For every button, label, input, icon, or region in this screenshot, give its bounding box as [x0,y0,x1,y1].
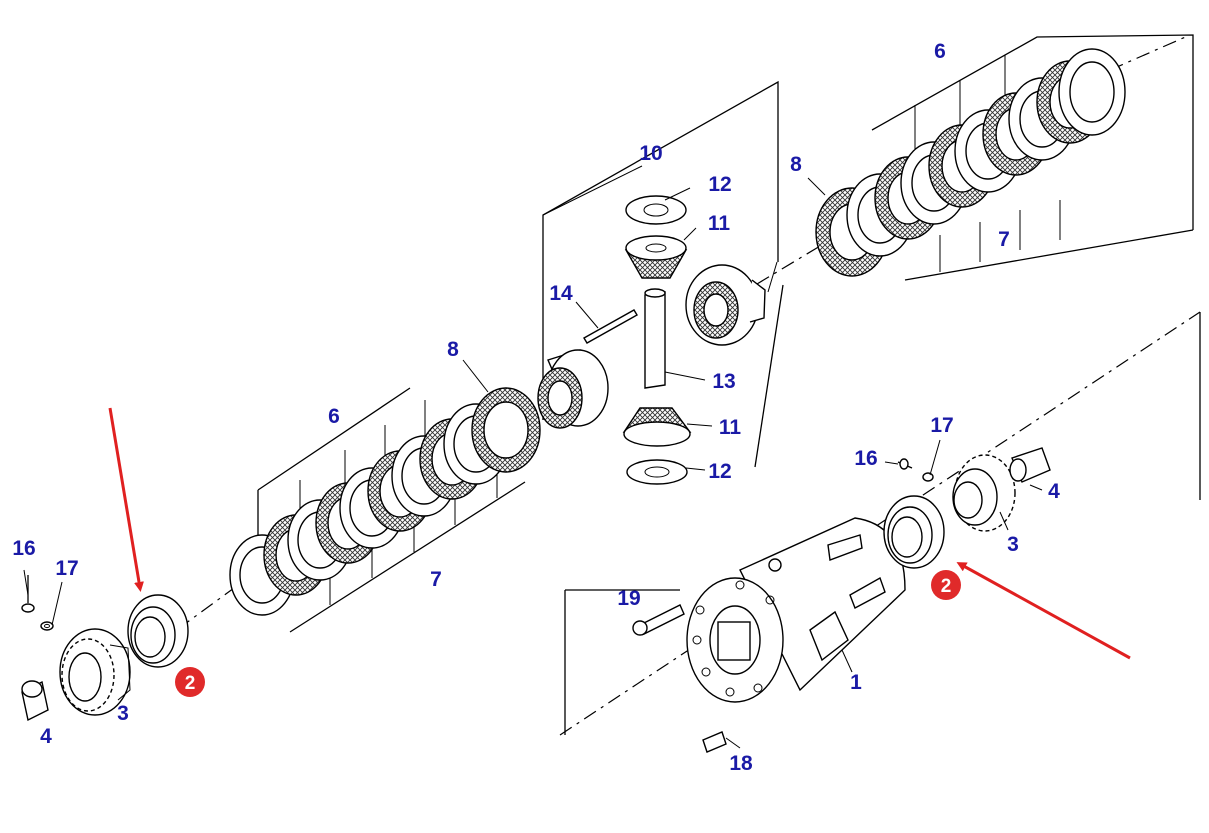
label-1: 1 [850,671,862,694]
bolt-16-right [897,458,913,470]
label-13: 13 [712,370,735,393]
bearing-2-right [883,495,945,569]
thrust-washer-12-top [625,195,687,225]
bracket-housing [564,312,1201,735]
arrow-left [108,407,144,592]
badge-circle [175,667,205,697]
badge-2-right: 2 [931,570,961,600]
label-3-left: 3 [117,702,129,725]
plate-stack-left [229,387,541,616]
bolt-19 [632,604,685,636]
label-7-left: 7 [430,568,442,591]
bushing-4-right [1009,447,1051,483]
highlight-arrows [108,407,1131,660]
thrust-washer-12-bottom [626,459,688,485]
label-11-top: 11 [708,212,731,235]
side-gear-left [537,349,609,429]
label-17-left: 17 [55,557,78,580]
label-18: 18 [729,752,753,775]
label-8-left: 8 [447,338,459,361]
label-12-top: 12 [708,173,731,196]
side-gear-right [685,264,766,346]
label-16-right: 16 [854,447,877,470]
pinion-gear-11-bottom [622,407,692,447]
label-4-left: 4 [40,725,52,748]
bracket-group-10 [542,80,784,468]
label-14: 14 [549,282,573,305]
badge-number: 2 [941,576,952,597]
bracket-plates-right [871,34,1194,281]
friction-disc-8-left [471,387,541,473]
badge-2-left: 2 [175,667,205,697]
label-12-bottom: 12 [708,460,731,483]
plate-stack-right [815,48,1126,277]
label-11-bottom: 11 [719,416,742,439]
gear-3-left [59,628,131,716]
label-19: 19 [617,587,640,610]
arrow-right [956,562,1131,660]
label-6-left: 6 [328,405,340,428]
label-3-right: 3 [1007,533,1019,556]
leader-lines [462,165,1043,531]
label-8-right: 8 [790,153,802,176]
label-10: 10 [639,142,662,165]
washer-17-left [40,581,63,631]
bushing-4-left [21,680,49,722]
pin-14 [583,309,638,344]
label-4-right: 4 [1048,480,1060,503]
pinion-gear-11-top [624,235,688,279]
label-16-left: 16 [12,537,35,560]
label-7-right: 7 [998,228,1010,251]
bearing-2-left [127,594,189,668]
callout-labels: 6 10 8 12 11 7 14 8 13 6 11 17 16 12 4 3… [12,40,1060,775]
badge-circle [931,570,961,600]
shaft-13 [644,288,666,389]
differential-housing-1 [686,517,906,703]
pin-18 [702,731,741,753]
label-6-right: 6 [934,40,946,63]
steel-plate-end [1058,48,1126,136]
label-17-right: 17 [930,414,953,437]
badge-number: 2 [185,673,196,694]
bolt-16-left [21,569,35,613]
washer-17-right [922,439,941,482]
gear-3-right [952,454,1016,532]
